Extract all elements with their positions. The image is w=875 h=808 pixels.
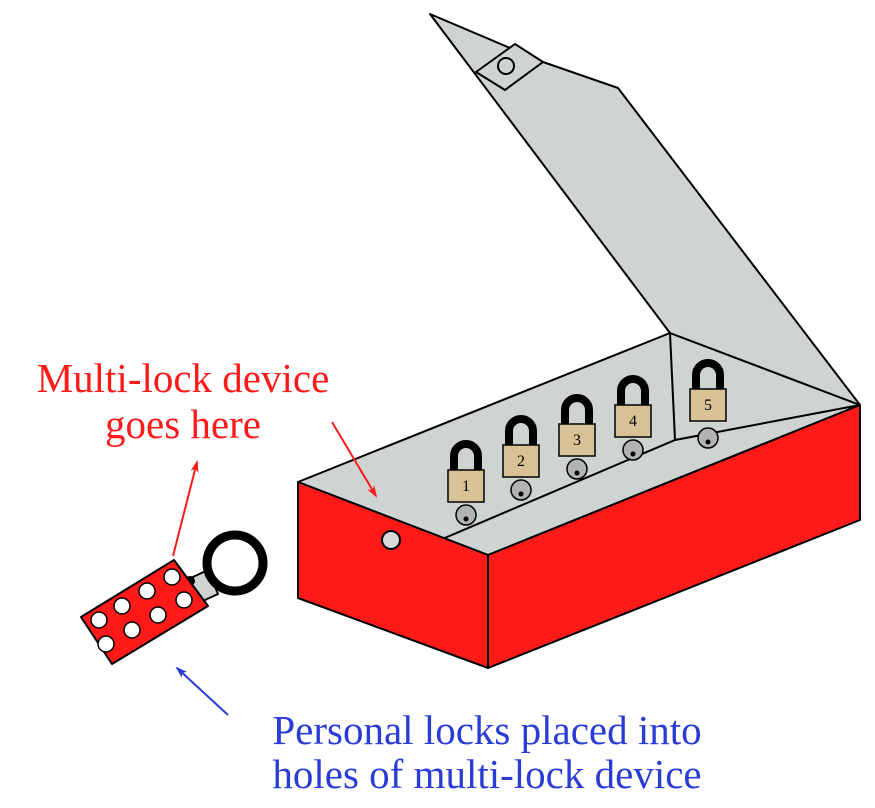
multi-lock-device (80, 530, 268, 665)
lid-hasp-hole (497, 57, 515, 75)
arrow-to-device-holes (175, 666, 229, 716)
padlock: 2 (502, 415, 540, 501)
padlock-number: 4 (629, 413, 637, 430)
padlock: 5 (689, 359, 727, 449)
padlock-number: 3 (573, 432, 581, 449)
padlock-number: 5 (704, 397, 712, 414)
padlock-key (510, 479, 532, 501)
arrow-from-device-up (172, 460, 199, 557)
padlock: 4 (614, 375, 652, 461)
multi-lock-callout-line1: Multi-lock device (37, 355, 330, 401)
hasp-holes (90, 568, 193, 653)
padlock-key (566, 458, 588, 480)
padlocks: 1 2 3 4 5 (447, 359, 727, 526)
padlock: 1 (447, 440, 485, 526)
arrow-to-box-hole (331, 421, 378, 498)
box-interior-corner-edge (669, 332, 676, 441)
personal-locks-callout-line2: holes of multi-lock device (272, 751, 701, 797)
box-hasp-hole (381, 530, 401, 550)
hasp-ring (202, 530, 268, 596)
lid-hasp-plate (475, 43, 544, 91)
padlock-key (622, 439, 644, 461)
padlock-key (697, 427, 719, 449)
padlock-key (455, 504, 477, 526)
padlock: 3 (558, 394, 596, 480)
personal-locks-callout-line1: Personal locks placed into (272, 707, 701, 753)
multi-lock-callout-line2: goes here (105, 401, 261, 447)
padlock-number: 2 (517, 453, 525, 470)
box-side-wall (487, 404, 861, 669)
padlock-number: 1 (462, 478, 470, 495)
lockout-box (297, 13, 861, 669)
